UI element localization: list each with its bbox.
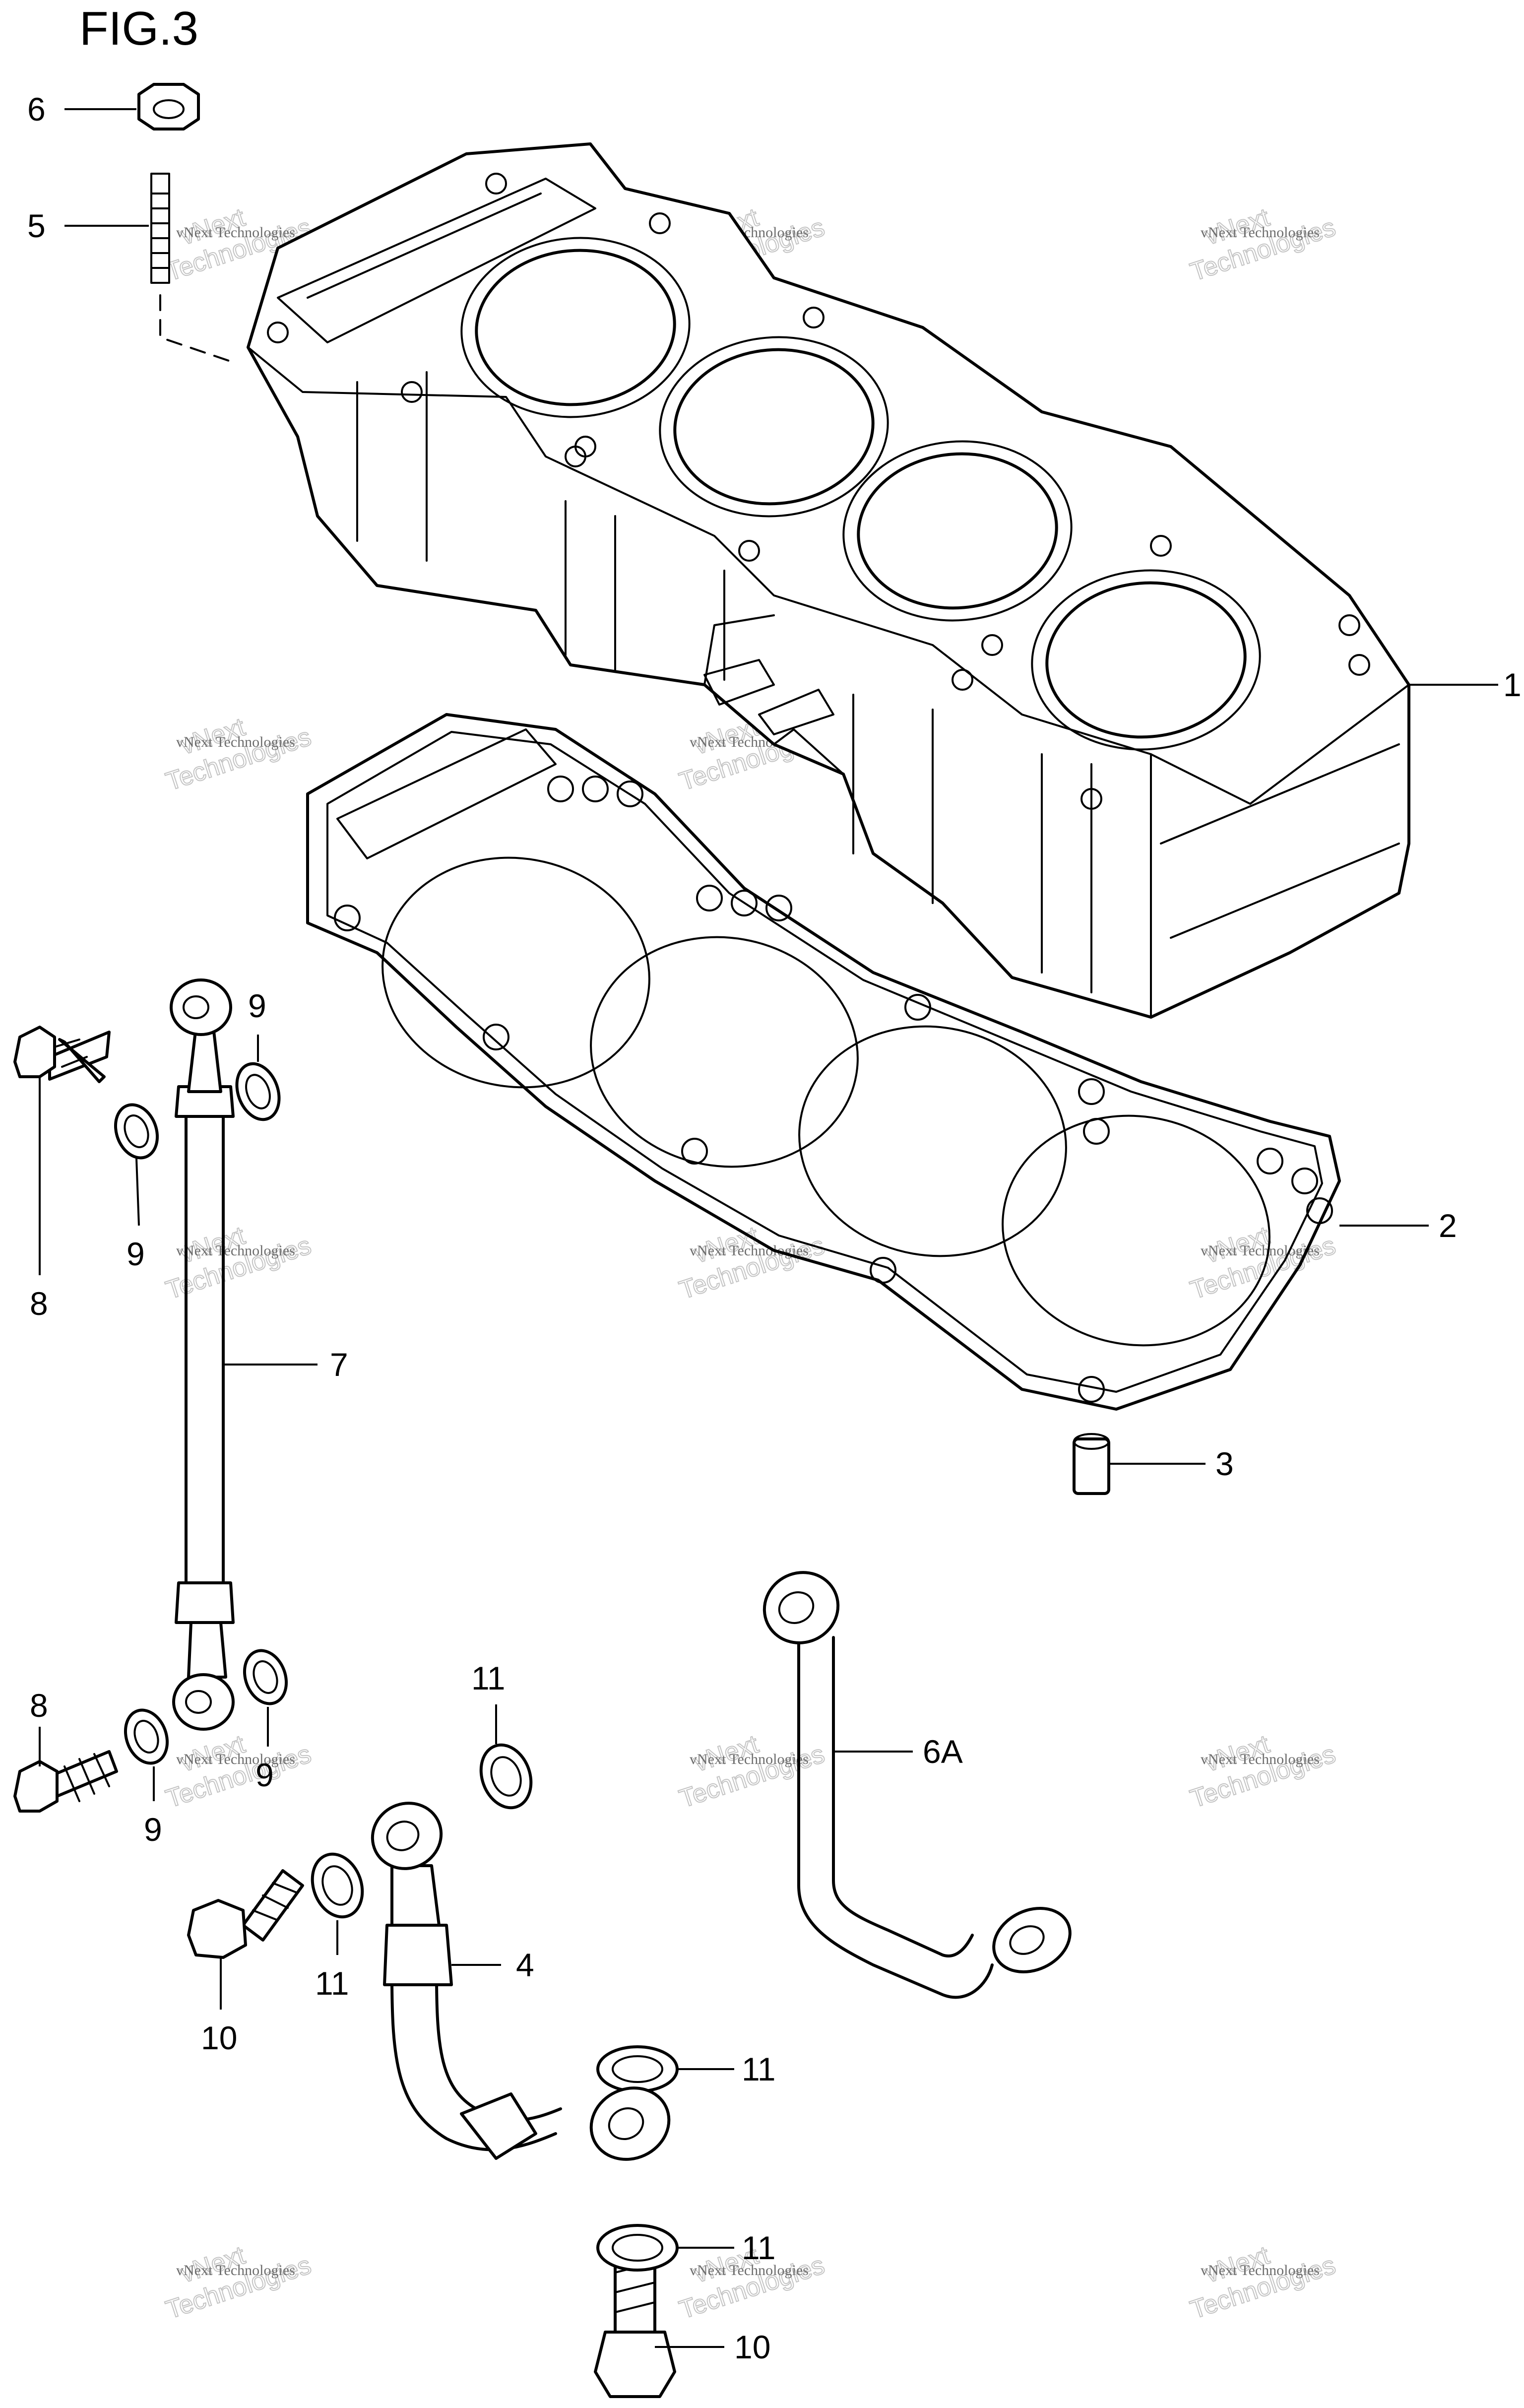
stud xyxy=(150,173,234,363)
callout-8-lower: 8 xyxy=(30,1687,48,1724)
callout-6: 4 xyxy=(516,1947,534,1983)
svg-text:vNext Technologies: vNext Technologies xyxy=(176,734,295,750)
cylinder-gasket xyxy=(306,713,1341,1411)
oil-pipe-6A xyxy=(762,1571,1072,1999)
watermark: vNext Technologies vNext Technologies xyxy=(1186,2240,1339,2325)
callout-7: 7 xyxy=(330,1346,348,1383)
svg-text:vNext Technologies: vNext Technologies xyxy=(690,1751,809,1767)
oil-hose-7 xyxy=(170,978,235,1731)
callout-11-top: 11 xyxy=(471,1660,506,1696)
callout-10-left: 10 xyxy=(201,2019,237,2056)
dowel-pin xyxy=(1073,1433,1110,1495)
svg-text:vNext Technologies: vNext Technologies xyxy=(1201,1242,1320,1259)
svg-text:vNext Technologies: vNext Technologies xyxy=(176,1751,295,1767)
union-bolt-8-lower xyxy=(13,1750,118,1813)
washer-11b xyxy=(311,1852,364,1919)
washer-9a xyxy=(235,1062,281,1121)
cylinder xyxy=(247,142,1410,1019)
callout-9-lower: 9 xyxy=(144,1811,162,1848)
svg-text:vNext Technologies: vNext Technologies xyxy=(690,2262,809,2278)
callout-3: 5 xyxy=(27,207,46,244)
callout-1: 1 xyxy=(1503,666,1522,703)
watermark: vNext Technologies vNext Technologies xyxy=(162,1729,315,1814)
washer-9d xyxy=(124,1708,169,1765)
watermark: vNext Technologies vNext Technologies xyxy=(1186,202,1339,287)
svg-text:vNext Technologies: vNext Technologies xyxy=(1201,224,1320,241)
svg-text:vNext Technologies: vNext Technologies xyxy=(1201,2262,1320,2278)
union-bolt-10-left xyxy=(187,1869,304,1959)
svg-text:vNext Technologies: vNext Technologies xyxy=(176,224,295,241)
washer-11a xyxy=(479,1743,533,1810)
callout-9-mid: 9 xyxy=(127,1236,145,1272)
washer-9c xyxy=(243,1649,288,1705)
callout-4: 6 xyxy=(27,91,46,128)
watermark: vNext Technologies vNext Technologies xyxy=(675,1221,828,1305)
callout-5: 3 xyxy=(1215,1445,1234,1482)
callout-11-bottom: 11 xyxy=(742,2229,776,2266)
figure-title: FIG.3 xyxy=(79,2,198,55)
callout-11-left: 11 xyxy=(315,1965,349,2002)
washer-9b xyxy=(114,1103,159,1160)
washer-11c xyxy=(596,2045,679,2093)
watermark: vNext Technologies vNext Technologies xyxy=(162,2240,315,2325)
union-bolt-10-bottom xyxy=(594,2251,676,2398)
svg-text:vNext Technologies: vNext Technologies xyxy=(1201,1751,1320,1767)
callout-6A: 6A xyxy=(923,1733,963,1770)
svg-text:vNext Technologies: vNext Technologies xyxy=(176,1242,295,1259)
watermark: vNext Technologies vNext Technologies xyxy=(1186,1729,1339,1814)
union-bolt-8-upper xyxy=(13,1026,111,1083)
callout-9-right: 9 xyxy=(255,1757,274,1793)
oil-hose-6 xyxy=(371,1802,671,2161)
callouts: 6 5 1 2 3 9 9 8 7 8 9 9 11 11 10 4 6A xyxy=(27,91,1522,2365)
callout-9-top: 9 xyxy=(248,987,266,1024)
callout-10-bottom: 10 xyxy=(734,2329,770,2365)
callout-8-upper: 8 xyxy=(30,1285,48,1322)
callout-2: 2 xyxy=(1439,1207,1457,1244)
watermark: vNext Technologies vNext Technologies xyxy=(675,1729,828,1814)
callout-11-mid: 11 xyxy=(742,2051,776,2087)
washer-11d xyxy=(596,2224,679,2272)
nut xyxy=(137,83,200,130)
svg-text:vNext Technologies: vNext Technologies xyxy=(176,2262,295,2278)
watermark: vNext Technologies vNext Technologies xyxy=(162,712,315,797)
